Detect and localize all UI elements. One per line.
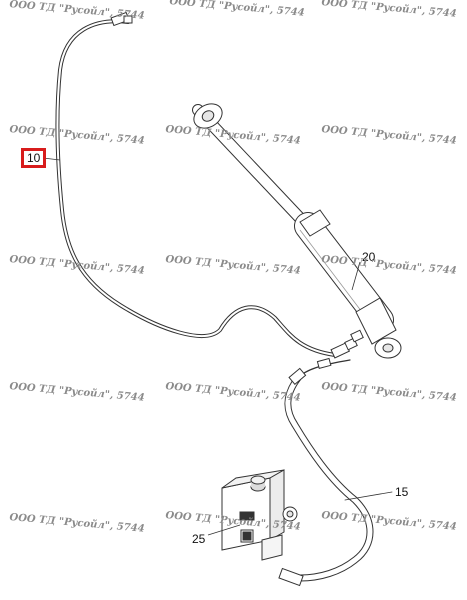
callout-20[interactable]: 20 bbox=[362, 250, 376, 264]
hydraulic-cylinder-part-20 bbox=[192, 103, 402, 359]
hose-right-part-15 bbox=[278, 357, 393, 587]
callout-25[interactable]: 25 bbox=[192, 532, 206, 546]
pump-unit-part-25 bbox=[207, 469, 298, 561]
callout-highlight-10[interactable]: 10 bbox=[21, 148, 47, 168]
hose-left-part-10 bbox=[55, 11, 358, 359]
callout-15[interactable]: 15 bbox=[395, 485, 409, 499]
leader-line-20 bbox=[351, 261, 361, 291]
